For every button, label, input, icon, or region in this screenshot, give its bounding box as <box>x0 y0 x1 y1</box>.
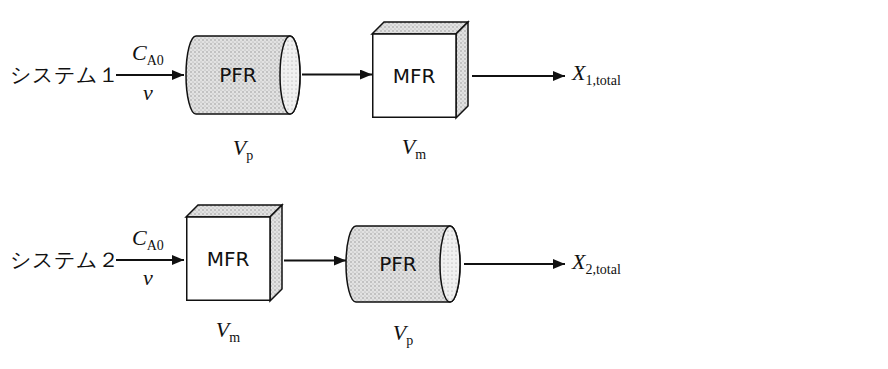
mfr-reactor: MFRVm <box>186 205 282 301</box>
volume-symbol: Vm <box>216 317 240 346</box>
cylinder-body <box>346 226 460 302</box>
variable-symbol: CA0 <box>132 40 164 69</box>
cylinder-end <box>280 36 300 114</box>
volume-symbol: Vp <box>393 320 413 349</box>
reactor-name: MFR <box>207 247 250 271</box>
pfr-reactor: PFRVp <box>346 225 460 303</box>
mfr-reactor: MFRVm <box>372 22 468 118</box>
outlet-arrow <box>472 75 565 77</box>
cube-top <box>186 205 282 217</box>
variable-symbol: X2,total <box>572 249 621 278</box>
cylinder-body <box>186 36 300 114</box>
cylinder-end <box>440 226 460 302</box>
cube-side <box>456 22 468 118</box>
flow-arrow <box>284 260 346 262</box>
flow-arrow <box>302 74 372 76</box>
cube-top <box>372 22 468 34</box>
reactor-name: PFR <box>379 252 416 276</box>
variable-symbol: X1,total <box>572 60 621 89</box>
cube-front <box>187 217 270 300</box>
reactor-name: MFR <box>393 64 436 88</box>
variable-symbol: v <box>143 80 153 106</box>
cube-side <box>270 205 282 301</box>
inlet-arrow <box>116 74 184 76</box>
variable-symbol: v <box>143 265 153 291</box>
variable-symbol: CA0 <box>132 225 164 254</box>
system-label: システム１ <box>10 61 119 89</box>
cube-front <box>373 34 456 117</box>
system-label: システム２ <box>10 246 119 274</box>
volume-symbol: Vm <box>402 134 426 163</box>
volume-symbol: Vp <box>233 135 253 164</box>
reactor-name: PFR <box>219 63 256 87</box>
pfr-reactor: PFRVp <box>186 35 300 115</box>
outlet-arrow <box>464 263 565 265</box>
inlet-arrow <box>116 259 184 261</box>
